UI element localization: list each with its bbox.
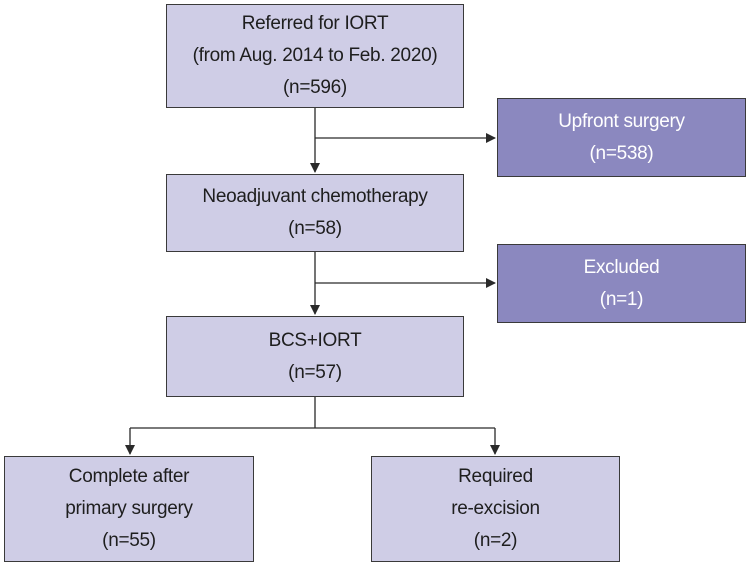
reexcision-count: (n=2) xyxy=(473,530,518,551)
upfront-surgery-title: Upfront surgery xyxy=(558,110,685,132)
reexcision-title-line1: Required xyxy=(458,466,533,487)
complete-box: Complete after primary surgery (n=55) xyxy=(4,456,254,562)
bcs-iort-title: BCS+IORT xyxy=(268,329,362,351)
referred-date-range: (from Aug. 2014 to Feb. 2020) xyxy=(192,45,438,66)
neoadjuvant-count: (n=58) xyxy=(288,218,342,239)
complete-title-line2: primary surgery xyxy=(65,498,193,519)
neoadjuvant-box: Neoadjuvant chemotherapy (n=58) xyxy=(166,174,464,252)
complete-title-line1: Complete after xyxy=(68,466,190,487)
referred-title: Referred for IORT xyxy=(241,13,389,34)
complete-count: (n=55) xyxy=(102,530,156,551)
excluded-count: (n=1) xyxy=(599,288,644,310)
upfront-surgery-count: (n=538) xyxy=(589,142,654,164)
referred-box: Referred for IORT (from Aug. 2014 to Feb… xyxy=(166,4,464,108)
bcs-iort-box: BCS+IORT (n=57) xyxy=(166,316,464,397)
referred-count: (n=596) xyxy=(283,77,347,98)
bcs-iort-count: (n=57) xyxy=(288,361,342,383)
excluded-box: Excluded (n=1) xyxy=(497,244,746,323)
upfront-surgery-box: Upfront surgery (n=538) xyxy=(497,98,746,177)
reexcision-box: Required re-excision (n=2) xyxy=(371,456,620,562)
excluded-title: Excluded xyxy=(583,256,660,278)
neoadjuvant-title: Neoadjuvant chemotherapy xyxy=(202,186,428,207)
reexcision-title-line2: re-excision xyxy=(451,498,540,519)
